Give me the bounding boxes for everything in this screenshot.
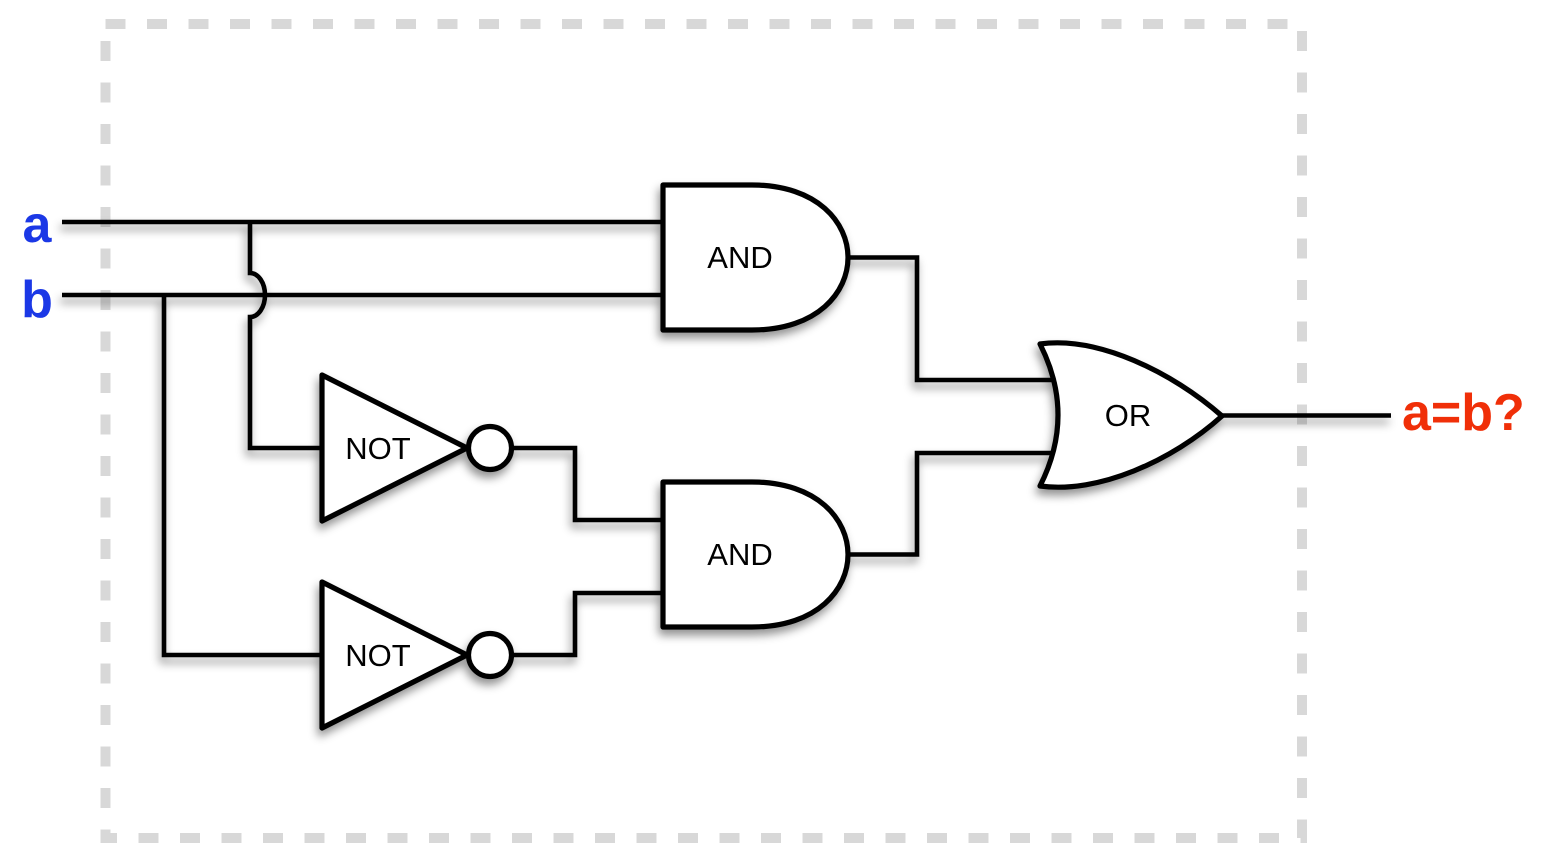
wire-and-bottom-to-or [848, 450, 1056, 557]
not-gate-bottom-triangle [319, 579, 470, 731]
wire-a-branch-to-not-top-with-hop [247, 222, 324, 451]
and-gate-top-label: AND [707, 240, 772, 275]
not-gate-top-label: NOT [345, 431, 411, 466]
not-gate-bottom-inverter-bubble [465, 630, 515, 680]
input-label-a: a [23, 196, 53, 254]
not-gate-top-inverter-bubble [465, 423, 515, 473]
wire-not-top-to-and-bottom [511, 445, 666, 523]
or-gate-label: OR [1105, 398, 1152, 433]
and-gate-bottom-label: AND [707, 537, 772, 572]
not-gate-bottom-label: NOT [345, 638, 411, 673]
and-gate-bottom [660, 479, 851, 630]
circuit-artwork [62, 182, 1391, 731]
or-gate [1037, 340, 1225, 490]
output-label: a=b? [1402, 384, 1525, 442]
input-label-b: b [21, 271, 53, 329]
wire-not-bottom-to-and-bottom [511, 590, 666, 658]
wire-and-top-to-or [848, 255, 1056, 383]
dashed-boundary-box [100, 19, 1307, 843]
and-gate-top [660, 182, 851, 333]
wire-b-branch-to-not-bottom [161, 295, 324, 658]
not-gate-top-triangle [319, 372, 470, 524]
